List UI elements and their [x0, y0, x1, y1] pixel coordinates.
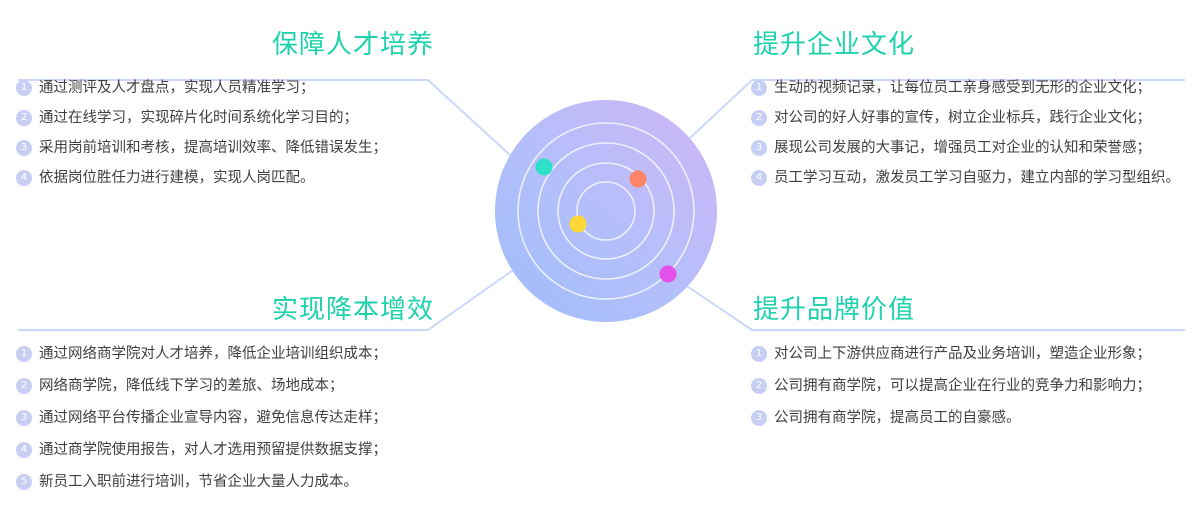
- quadrant-top-left-title: 保障人才培养: [271, 30, 434, 60]
- quadrant-top-right-title: 提升企业文化: [753, 30, 916, 60]
- list-item: 1 对公司上下游供应商进行产品及业务培训，塑造企业形象；: [751, 346, 1201, 362]
- list-item-text: 网络商学院，降低线下学习的差旅、场地成本；: [39, 378, 344, 394]
- list-item-text: 公司拥有商学院，提高员工的自豪感。: [774, 410, 1021, 426]
- quadrant-bottom-right: 提升品牌价值 1 对公司上下游供应商进行产品及业务培训，塑造企业形象； 2 公司…: [733, 295, 1201, 442]
- quadrant-bottom-left-title: 实现降本增效: [271, 295, 434, 325]
- quadrant-bottom-left-list: 1 通过网络商学院对人才培养，降低企业培训组织成本； 2 网络商学院，降低线下学…: [0, 346, 470, 490]
- list-item: 3 公司拥有商学院，提高员工的自豪感。: [751, 410, 1201, 426]
- quadrant-top-right: 提升企业文化 1 生动的视频记录，让每位员工亲身感受到无形的企业文化； 2 对公…: [733, 30, 1201, 200]
- bullet-number: 2: [16, 378, 32, 394]
- concentric-rings: [517, 122, 695, 300]
- bullet-number: 1: [16, 80, 32, 96]
- list-item: 3 展现公司发展的大事记，增强员工对企业的认知和荣誉感；: [751, 140, 1201, 156]
- bullet-number: 3: [16, 140, 32, 156]
- list-item-text: 公司拥有商学院，可以提高企业在行业的竞争力和影响力；: [774, 378, 1151, 394]
- list-item: 4 通过商学院使用报告，对人才选用预留提供数据支撑；: [16, 442, 470, 458]
- list-item-text: 通过网络平台传播企业宣导内容，避免信息传达走样；: [39, 410, 387, 426]
- list-item-text: 新员工入职前进行培训，节省企业大量人力成本。: [39, 474, 358, 490]
- center-disc: [495, 100, 717, 322]
- list-item-text: 生动的视频记录，让每位员工亲身感受到无形的企业文化；: [774, 80, 1151, 96]
- bullet-number: 2: [751, 110, 767, 126]
- list-item: 4 员工学习互动，激发员工学习自驱力，建立内部的学习型组织。: [751, 170, 1201, 186]
- bullet-number: 2: [751, 378, 767, 394]
- quadrant-top-left: 保障人才培养 1 通过测评及人才盘点，实现人员精准学习； 2 通过在线学习，实现…: [0, 30, 470, 200]
- list-item-text: 通过商学院使用报告，对人才选用预留提供数据支撑；: [39, 442, 387, 458]
- quadrant-top-left-list: 1 通过测评及人才盘点，实现人员精准学习； 2 通过在线学习，实现碎片化时间系统…: [0, 80, 470, 186]
- list-item: 2 通过在线学习，实现碎片化时间系统化学习目的；: [16, 110, 470, 126]
- bullet-number: 2: [16, 110, 32, 126]
- dot-yellow[interactable]: [569, 215, 587, 233]
- quadrant-top-right-list: 1 生动的视频记录，让每位员工亲身感受到无形的企业文化； 2 对公司的好人好事的…: [733, 80, 1201, 186]
- bullet-number: 5: [16, 474, 32, 490]
- list-item-text: 依据岗位胜任力进行建模，实现人岗匹配。: [39, 170, 315, 186]
- dot-cyan[interactable]: [535, 158, 553, 176]
- bullet-number: 1: [751, 346, 767, 362]
- list-item: 1 通过测评及人才盘点，实现人员精准学习；: [16, 80, 470, 96]
- dot-orange[interactable]: [629, 170, 647, 188]
- list-item: 3 采用岗前培训和考核，提高培训效率、降低错误发生；: [16, 140, 470, 156]
- bullet-number: 3: [751, 410, 767, 426]
- bullet-number: 3: [16, 410, 32, 426]
- list-item-text: 采用岗前培训和考核，提高培训效率、降低错误发生；: [39, 140, 387, 156]
- list-item: 2 网络商学院，降低线下学习的差旅、场地成本；: [16, 378, 470, 394]
- list-item-text: 对公司的好人好事的宣传，树立企业标兵，践行企业文化；: [774, 110, 1151, 126]
- list-item: 2 公司拥有商学院，可以提高企业在行业的竞争力和影响力；: [751, 378, 1201, 394]
- quadrant-bottom-right-list: 1 对公司上下游供应商进行产品及业务培训，塑造企业形象； 2 公司拥有商学院，可…: [733, 346, 1201, 426]
- list-item: 1 生动的视频记录，让每位员工亲身感受到无形的企业文化；: [751, 80, 1201, 96]
- list-item: 3 通过网络平台传播企业宣导内容，避免信息传达走样；: [16, 410, 470, 426]
- list-item-text: 通过网络商学院对人才培养，降低企业培训组织成本；: [39, 346, 387, 362]
- bullet-number: 1: [16, 346, 32, 362]
- list-item-text: 通过测评及人才盘点，实现人员精准学习；: [39, 80, 315, 96]
- dot-magenta[interactable]: [659, 265, 677, 283]
- list-item: 1 通过网络商学院对人才培养，降低企业培训组织成本；: [16, 346, 470, 362]
- list-item-text: 通过在线学习，实现碎片化时间系统化学习目的；: [39, 110, 358, 126]
- list-item: 5 新员工入职前进行培训，节省企业大量人力成本。: [16, 474, 470, 490]
- list-item: 2 对公司的好人好事的宣传，树立企业标兵，践行企业文化；: [751, 110, 1201, 126]
- quadrant-bottom-left: 实现降本增效 1 通过网络商学院对人才培养，降低企业培训组织成本； 2 网络商学…: [0, 295, 470, 506]
- list-item: 4 依据岗位胜任力进行建模，实现人岗匹配。: [16, 170, 470, 186]
- bullet-number: 4: [16, 170, 32, 186]
- list-item-text: 展现公司发展的大事记，增强员工对企业的认知和荣誉感；: [774, 140, 1151, 156]
- bullet-number: 4: [751, 170, 767, 186]
- list-item-text: 员工学习互动，激发员工学习自驱力，建立内部的学习型组织。: [774, 170, 1180, 186]
- bullet-number: 1: [751, 80, 767, 96]
- quadrant-bottom-right-title: 提升品牌价值: [753, 295, 916, 325]
- list-item-text: 对公司上下游供应商进行产品及业务培训，塑造企业形象；: [774, 346, 1151, 362]
- bullet-number: 4: [16, 442, 32, 458]
- bullet-number: 3: [751, 140, 767, 156]
